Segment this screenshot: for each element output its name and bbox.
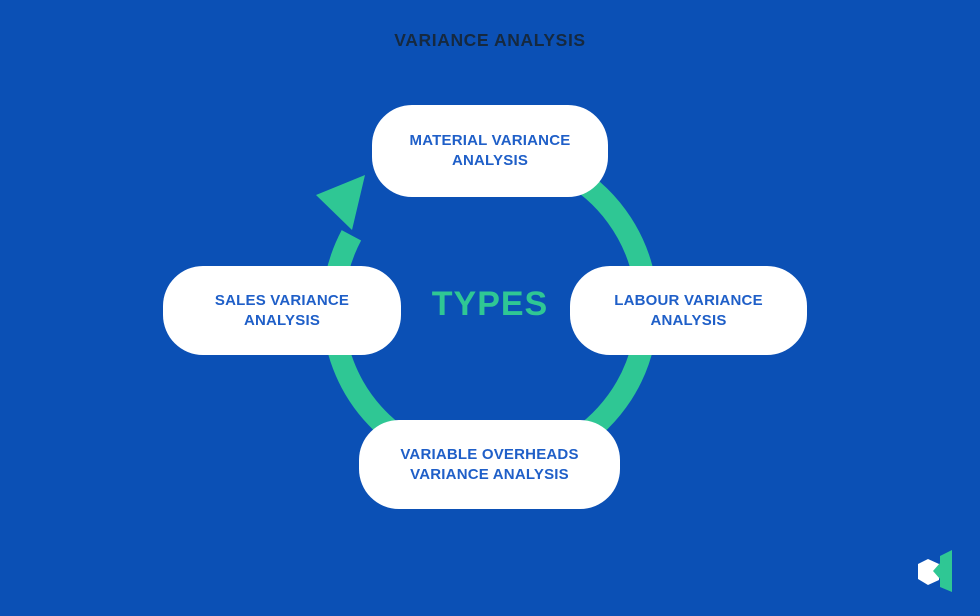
node-label: SALES VARIANCE ANALYSIS xyxy=(214,291,350,329)
center-label: TYPES xyxy=(431,285,549,323)
page-title: VARIANCE ANALYSIS xyxy=(394,30,586,50)
node-labour-variance: LABOUR VARIANCE ANALYSIS xyxy=(570,266,807,355)
logo-fold-shape xyxy=(933,563,940,579)
arrow-head-icon xyxy=(316,175,365,230)
brand-logo-icon xyxy=(918,550,952,592)
node-sales-variance: SALES VARIANCE ANALYSIS xyxy=(163,266,401,355)
node-label: VARIABLE OVERHEADS VARIANCE ANALYSIS xyxy=(400,445,579,483)
node-variable-overheads-variance: VARIABLE OVERHEADS VARIANCE ANALYSIS xyxy=(359,420,620,509)
node-label: LABOUR VARIANCE ANALYSIS xyxy=(614,291,763,329)
node-label: MATERIAL VARIANCE ANALYSIS xyxy=(409,132,571,169)
node-material-variance: MATERIAL VARIANCE ANALYSIS xyxy=(372,105,608,197)
logo-ribbon-shape xyxy=(940,550,952,592)
logo-cube-shape xyxy=(918,559,939,585)
